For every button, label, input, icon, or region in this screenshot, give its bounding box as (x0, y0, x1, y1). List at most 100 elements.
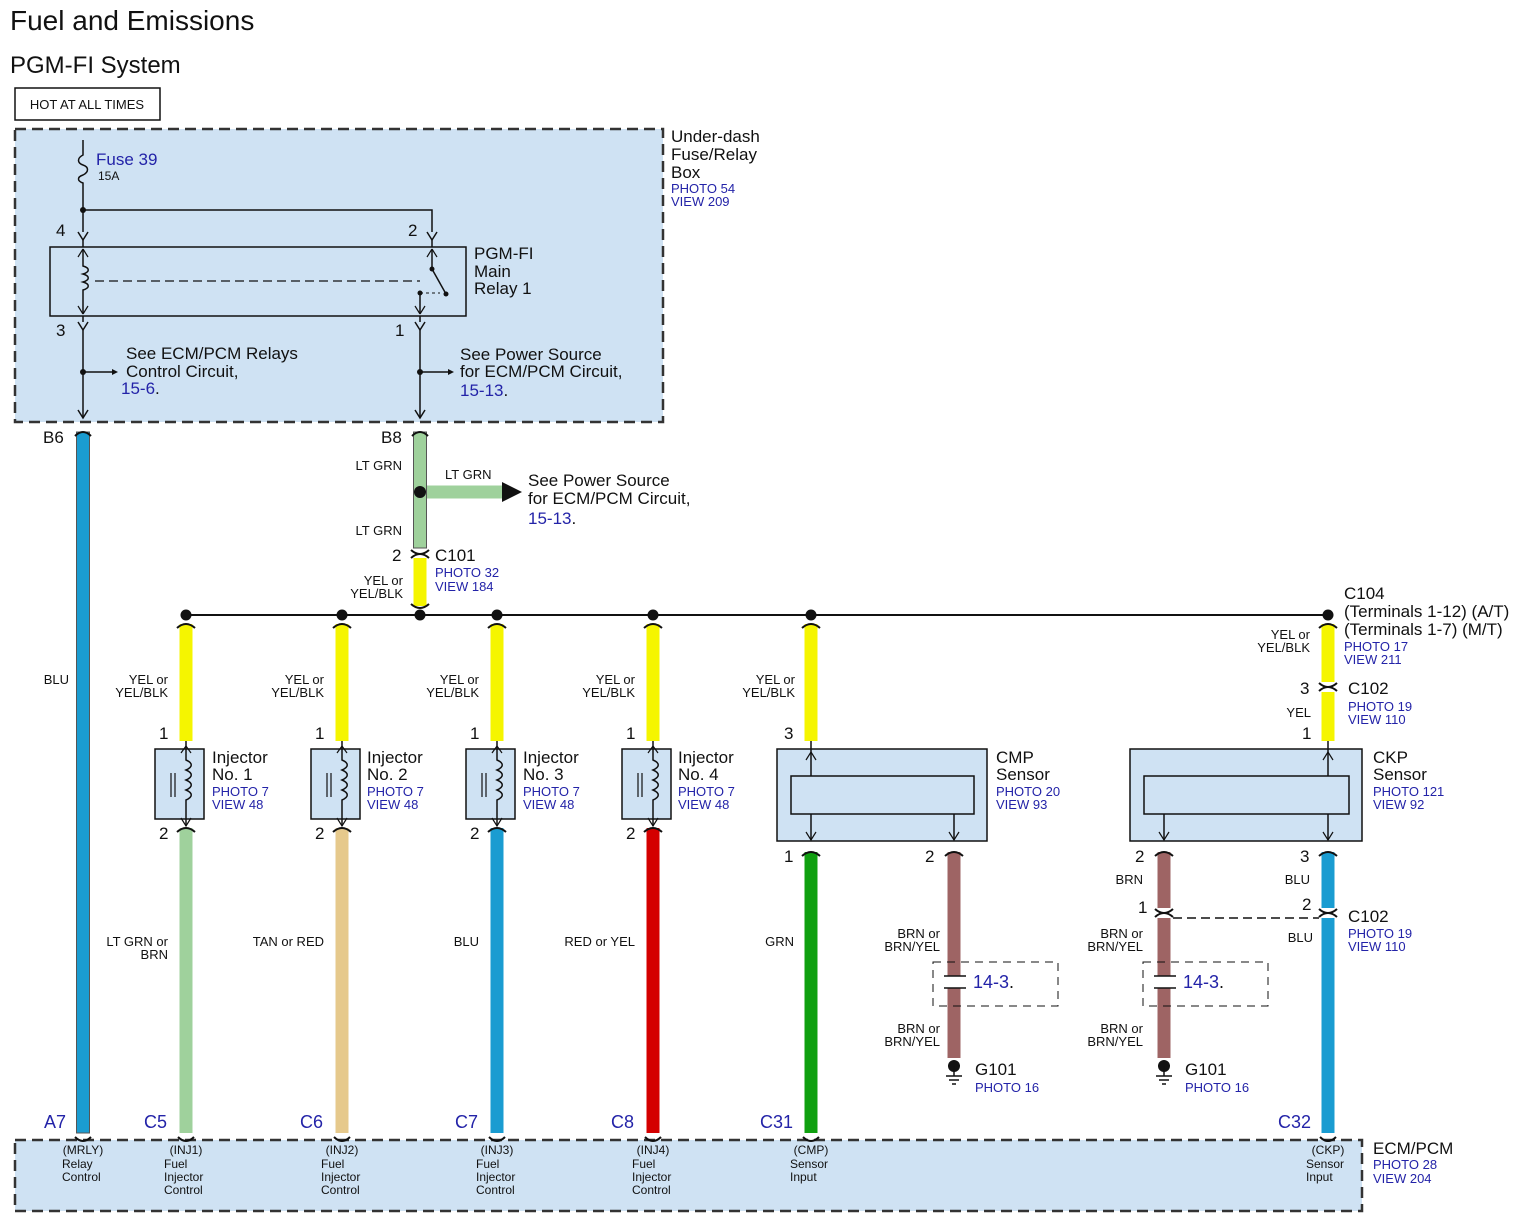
svg-text:PHOTO 7: PHOTO 7 (678, 784, 735, 799)
svg-text:14-3.[interactable]: 14-3. (973, 972, 1014, 992)
svg-text:PHOTO 16: PHOTO 16 (975, 1080, 1039, 1095)
svg-text:Control: Control (164, 1183, 203, 1197)
svg-text:Sensor: Sensor (996, 765, 1050, 784)
label-blu-ckp-lower: BLU (1288, 930, 1313, 945)
label-inj1-out-1: LT GRN or (106, 934, 168, 949)
relay-pin-3: 3 (56, 321, 65, 340)
svg-text:Injector: Injector (164, 1170, 203, 1184)
splice-ref-cmp: 14-3. (932, 961, 1059, 1007)
pgm-fi-main-relay (49, 246, 467, 317)
branch-note-1: See Power Source (528, 471, 670, 490)
svg-text:Fuel: Fuel (476, 1157, 499, 1171)
fuse-39: Fuse 39 15A (77, 140, 157, 210)
svg-text:14-3.[interactable]: 14-3. (1183, 972, 1224, 992)
junction-b8-branch (414, 486, 426, 498)
svg-text:YEL/BLK: YEL/BLK (426, 685, 479, 700)
fuse-box-view: VIEW 209 (671, 194, 730, 209)
ecm-terminal-c5: C5 (INJ1) Fuel Injector Control (144, 1112, 203, 1197)
ecm-terminal-c8: C8 (INJ4) Fuel Injector Control (611, 1112, 671, 1197)
svg-text:YEL/BLK: YEL/BLK (742, 685, 795, 700)
svg-text:Control: Control (321, 1183, 360, 1197)
fuse-box-name-2: Fuse/Relay (671, 145, 757, 164)
svg-text:C5: C5 (144, 1112, 167, 1132)
svg-text:YEL or: YEL or (285, 672, 325, 687)
svg-text:BRN or: BRN or (1100, 1021, 1143, 1036)
svg-text:No. 4: No. 4 (678, 765, 719, 784)
label-yel-c104-1: YEL or (1271, 627, 1311, 642)
svg-text:2: 2 (626, 824, 635, 843)
terminal-b6: B6 (43, 428, 64, 447)
fuse-name: Fuse 39 (96, 150, 157, 169)
svg-text:VIEW 93: VIEW 93 (996, 797, 1047, 812)
fuse-box-name-1: Under-dash (671, 127, 760, 146)
ckp-pin-3: 3 (1300, 847, 1309, 866)
ground-symbol-ckp: G101 PHOTO 16 (1156, 1060, 1249, 1095)
svg-text:Sensor: Sensor (790, 1157, 828, 1171)
svg-text:C8: C8 (611, 1112, 634, 1132)
svg-text:(CMP): (CMP) (794, 1143, 829, 1157)
terminal-b8: B8 (381, 428, 402, 447)
label-blu-ckp-upper: BLU (1285, 872, 1310, 887)
svg-text:No. 3: No. 3 (523, 765, 564, 784)
svg-text:YEL or: YEL or (596, 672, 636, 687)
svg-text:YEL or: YEL or (756, 672, 796, 687)
label-lt-grn-branch: LT GRN (445, 467, 491, 482)
page-title: Fuel and Emissions (10, 5, 254, 36)
cmp-sensor (776, 741, 988, 842)
svg-text:2: 2 (1302, 895, 1311, 914)
relay-note-right-link[interactable]: 15-13. (460, 381, 508, 400)
svg-text:1: 1 (315, 724, 324, 743)
svg-text:Injector: Injector (476, 1170, 515, 1184)
ecm-terminal-c6: C6 (INJ2) Fuel Injector Control (300, 1112, 360, 1197)
svg-text:Sensor: Sensor (1306, 1157, 1344, 1171)
label-inj3-out: BLU (454, 934, 479, 949)
relay-name-3: Relay 1 (474, 279, 532, 298)
svg-text:PHOTO 7: PHOTO 7 (212, 784, 269, 799)
svg-text:BRN/YEL: BRN/YEL (1087, 939, 1143, 954)
relay-label: PGM-FI Main Relay 1 (474, 244, 534, 298)
c104-name: C104 (1344, 584, 1385, 603)
c104-photo: PHOTO 17 (1344, 639, 1408, 654)
svg-text:C102: C102 (1348, 907, 1389, 926)
svg-text:BRN/YEL: BRN/YEL (884, 939, 940, 954)
relay-note-right-2: for ECM/PCM Circuit, (460, 362, 622, 381)
relay-note-left: See ECM/PCM Relays Control Circuit, 15-6… (121, 344, 298, 398)
c102-upper-pin: 3 (1300, 679, 1309, 698)
branch-note-2: for ECM/PCM Circuit, (528, 489, 690, 508)
c102-upper-name: C102 (1348, 679, 1389, 698)
svg-text:Injector: Injector (321, 1170, 360, 1184)
fuse-box-name-3: Box (671, 163, 701, 182)
relay-name-2: Main (474, 262, 511, 281)
svg-text:Sensor: Sensor (1373, 765, 1427, 784)
hot-label: HOT AT ALL TIMES (30, 97, 144, 112)
label-inj1-out-2: BRN (141, 947, 168, 962)
svg-text:Injector: Injector (678, 748, 734, 767)
svg-text:Injector: Injector (212, 748, 268, 767)
c101-name: C101 (435, 546, 476, 565)
relay-note-right-1: See Power Source (460, 345, 602, 364)
svg-text:A7: A7 (44, 1112, 66, 1132)
injector-pins: 12 12 12 12 (159, 724, 635, 843)
branch-note-link[interactable]: 15-13. (528, 509, 576, 528)
svg-text:ECM/PCM: ECM/PCM (1373, 1139, 1453, 1158)
svg-text:No. 1: No. 1 (212, 765, 253, 784)
svg-text:PHOTO 19: PHOTO 19 (1348, 926, 1412, 941)
injector-4 (621, 741, 672, 828)
fuse-rating: 15A (98, 169, 119, 183)
svg-text:YEL or: YEL or (440, 672, 480, 687)
svg-text:G101: G101 (975, 1060, 1017, 1079)
ckp-pin-1: 1 (1302, 724, 1311, 743)
relay-note-left-link[interactable]: 15-6. (121, 379, 160, 398)
svg-text:Control: Control (632, 1183, 671, 1197)
relay-note-left-1: See ECM/PCM Relays (126, 344, 298, 363)
relay-pin-4: 4 (56, 221, 65, 240)
relay-name-1: PGM-FI (474, 244, 534, 263)
ecm-terminal-c7: C7 (INJ3) Fuel Injector Control (455, 1112, 515, 1197)
svg-text:Fuel: Fuel (321, 1157, 344, 1171)
ecm-terminal-c31: C31 (CMP) Sensor Input (760, 1112, 828, 1184)
svg-text:Fuel: Fuel (632, 1157, 655, 1171)
branch-note: See Power Source for ECM/PCM Circuit, 15… (528, 471, 690, 528)
connector-c104: C104 (Terminals 1-12) (A/T) (Terminals 1… (1344, 584, 1509, 667)
fuse-relay-box-label: Under-dash Fuse/Relay Box PHOTO 54 VIEW … (671, 127, 760, 209)
